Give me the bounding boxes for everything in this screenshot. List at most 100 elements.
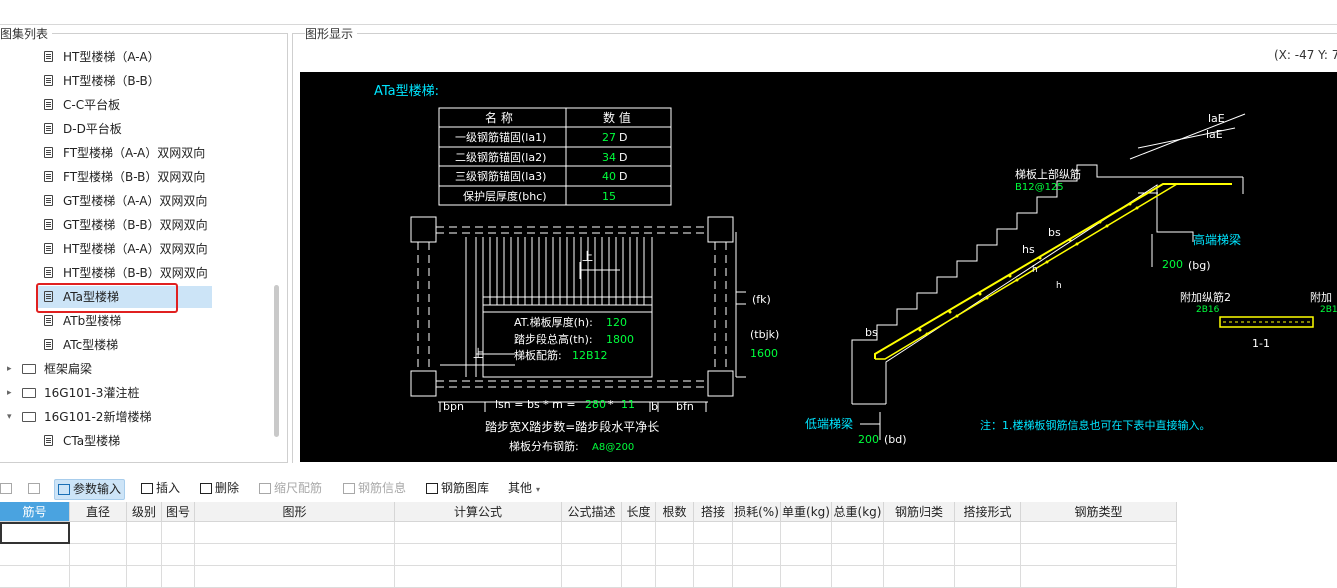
column-header[interactable]: 筋号	[0, 502, 70, 522]
table-cell[interactable]	[195, 522, 395, 544]
tree-item[interactable]: FT型楼梯（B-B）双网双向	[0, 166, 272, 188]
table-cell[interactable]	[127, 544, 162, 566]
table-cell[interactable]	[694, 522, 733, 544]
column-header[interactable]: 直径(mm)	[70, 502, 127, 539]
library-icon	[426, 483, 438, 494]
column-header[interactable]: 级别	[127, 502, 162, 522]
tree-item[interactable]: C-C平台板	[0, 94, 272, 116]
table-cell[interactable]	[733, 522, 781, 544]
table-cell[interactable]	[884, 522, 955, 544]
table-cell[interactable]	[884, 544, 955, 566]
table-cell[interactable]	[884, 566, 955, 588]
chevron-right-icon[interactable]: ▸	[7, 364, 12, 374]
table-cell[interactable]	[656, 566, 694, 588]
table-cell[interactable]	[832, 566, 884, 588]
tree-item[interactable]: HT型楼梯（B-B）	[0, 70, 272, 92]
delete-button[interactable]: 删除	[200, 479, 239, 498]
table-cell[interactable]	[162, 522, 195, 544]
parameter-input-button[interactable]: 参数输入	[54, 479, 126, 500]
table-cell[interactable]	[955, 566, 1021, 588]
move-down-button[interactable]	[28, 479, 43, 498]
table-cell[interactable]	[562, 544, 622, 566]
column-header[interactable]: 公式描述	[562, 502, 622, 522]
cad-drawing-canvas[interactable]: ATa型楼梯: 名 称 数 值 一级钢筋锚固(la1) 27 D 二级钢筋锚固(…	[300, 72, 1337, 462]
table-cell[interactable]	[70, 566, 127, 588]
column-header[interactable]: 钢筋归类	[884, 502, 955, 522]
table-cell[interactable]	[733, 566, 781, 588]
table-cell[interactable]	[955, 544, 1021, 566]
table-cell[interactable]	[162, 566, 195, 588]
table-cell[interactable]	[70, 544, 127, 566]
table-cell[interactable]	[622, 544, 656, 566]
column-header[interactable]: 钢筋类型	[1021, 502, 1177, 522]
table-cell[interactable]	[127, 566, 162, 588]
column-header[interactable]: 图号	[162, 502, 195, 522]
chevron-down-icon[interactable]: ▾	[7, 412, 12, 422]
table-cell[interactable]	[162, 544, 195, 566]
tree-item[interactable]: HT型楼梯（A-A）	[0, 46, 272, 68]
move-up-button[interactable]	[0, 479, 15, 498]
rebar-library-button[interactable]: 钢筋图库	[426, 479, 489, 498]
table-cell[interactable]	[955, 522, 1021, 544]
tree-item[interactable]: HT型楼梯（A-A）双网双向	[0, 238, 272, 260]
table-cell[interactable]	[781, 522, 832, 544]
column-header[interactable]: 搭接形式	[955, 502, 1021, 522]
tree-item[interactable]: D-D平台板	[0, 118, 272, 140]
scale-rebar-button[interactable]: 缩尺配筋	[259, 479, 322, 498]
column-header[interactable]: 损耗(%)	[733, 502, 781, 522]
insert-button[interactable]: 插入	[141, 479, 180, 498]
column-header[interactable]: 图形	[195, 502, 395, 522]
table-cell[interactable]	[781, 544, 832, 566]
tree-folder[interactable]: ▸16G101-3灌注桩	[0, 382, 272, 404]
table-cell[interactable]	[0, 566, 70, 588]
table-cell[interactable]	[622, 522, 656, 544]
tree-folder[interactable]: ▾16G101-2新增楼梯	[0, 406, 272, 428]
table-cell[interactable]	[562, 522, 622, 544]
other-menu-button[interactable]: 其他▾	[508, 479, 540, 498]
tree-folder[interactable]: ▸框架扁梁	[0, 358, 272, 380]
table-cell[interactable]	[733, 544, 781, 566]
table-cell[interactable]	[781, 566, 832, 588]
table-cell[interactable]	[1021, 544, 1177, 566]
tree-item[interactable]: GT型楼梯（A-A）双网双向	[0, 190, 272, 212]
tree-scrollbar[interactable]	[274, 285, 279, 437]
table-cell[interactable]	[656, 522, 694, 544]
table-cell[interactable]	[832, 544, 884, 566]
chevron-right-icon[interactable]: ▸	[7, 388, 12, 398]
table-cell[interactable]	[395, 566, 562, 588]
column-header[interactable]: 计算公式	[395, 502, 562, 522]
table-cell[interactable]	[127, 522, 162, 544]
tree-item[interactable]: FT型楼梯（A-A）双网双向	[0, 142, 272, 164]
column-header[interactable]: 总重(kg)	[832, 502, 884, 522]
tree-item[interactable]: GT型楼梯（B-B）双网双向	[0, 214, 272, 236]
table-cell[interactable]	[195, 544, 395, 566]
table-cell[interactable]	[832, 522, 884, 544]
table-cell[interactable]	[562, 566, 622, 588]
column-header[interactable]: 搭接	[694, 502, 733, 522]
table-cell[interactable]	[70, 522, 127, 544]
column-header[interactable]: 根数	[656, 502, 694, 522]
table-cell[interactable]	[0, 544, 70, 566]
column-header[interactable]: 长度	[622, 502, 656, 522]
table-cell[interactable]	[395, 522, 562, 544]
table-cell[interactable]	[694, 566, 733, 588]
tree-item[interactable]: ATc型楼梯	[0, 334, 272, 356]
tree-item[interactable]: CTa型楼梯	[0, 430, 272, 452]
table-cell[interactable]	[694, 544, 733, 566]
table-cell[interactable]	[0, 522, 70, 544]
table-cell[interactable]	[395, 544, 562, 566]
tree-item[interactable]: ATb型楼梯	[0, 310, 272, 332]
column-header[interactable]: 单重(kg)	[781, 502, 832, 522]
table-cell[interactable]	[1021, 522, 1177, 544]
document-icon	[44, 123, 53, 134]
dim-b: b	[651, 400, 658, 413]
tree-item[interactable]: HT型楼梯（B-B）双网双向	[0, 262, 272, 284]
table-cell[interactable]	[195, 566, 395, 588]
table-cell[interactable]	[656, 544, 694, 566]
tree-item[interactable]: ATa型楼梯	[36, 286, 212, 308]
rebar-info-button[interactable]: 钢筋信息	[343, 479, 406, 498]
table-cell[interactable]	[622, 566, 656, 588]
table-cell[interactable]	[1021, 566, 1177, 588]
plan-info-value: 120	[606, 316, 627, 329]
